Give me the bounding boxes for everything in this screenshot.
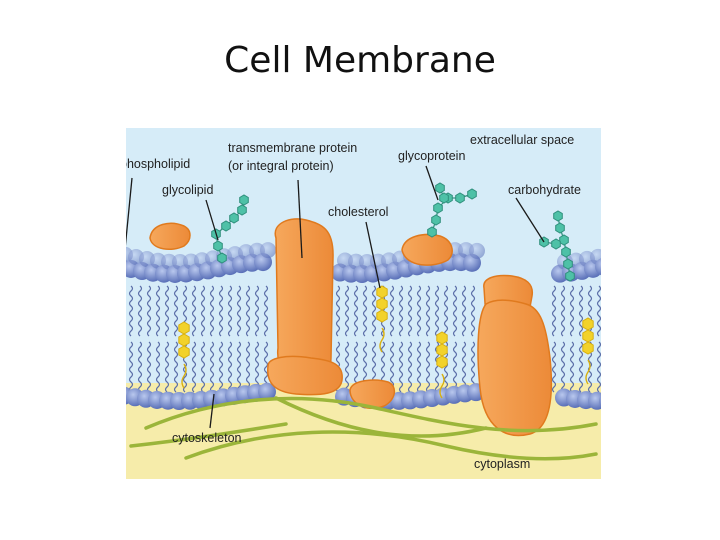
- peripheral-protein-left: [149, 222, 191, 251]
- carbohydrate-chains: [211, 182, 575, 282]
- glycoprotein-cap: [401, 233, 453, 266]
- fatty-acid-tails: [119, 285, 602, 393]
- label-carbohydrate: carbohydrate: [508, 183, 581, 197]
- membrane-illustration: phospholipid glycolipid transmembrane pr…: [111, 128, 617, 479]
- channel-protein-right: [477, 274, 553, 437]
- label-phospholipid: phospholipid: [126, 157, 190, 171]
- label-cytoskeleton: cytoskeleton: [172, 431, 242, 445]
- label-transmembrane-1: transmembrane protein: [228, 141, 357, 155]
- label-glycoprotein: glycoprotein: [398, 149, 465, 163]
- label-transmembrane-2: (or integral protein): [228, 159, 334, 173]
- cholesterol-molecules: [178, 285, 594, 399]
- cytoskeleton-fibers: [129, 396, 598, 461]
- transmembrane-protein: [267, 218, 343, 396]
- label-cholesterol: cholesterol: [328, 205, 388, 219]
- label-cytoplasm: cytoplasm: [474, 457, 530, 471]
- slide-title: Cell Membrane: [224, 40, 496, 81]
- label-extracellular: extracellular space: [470, 133, 574, 147]
- cell-membrane-diagram: phospholipid glycolipid transmembrane pr…: [111, 128, 617, 479]
- label-glycolipid: glycolipid: [162, 183, 213, 197]
